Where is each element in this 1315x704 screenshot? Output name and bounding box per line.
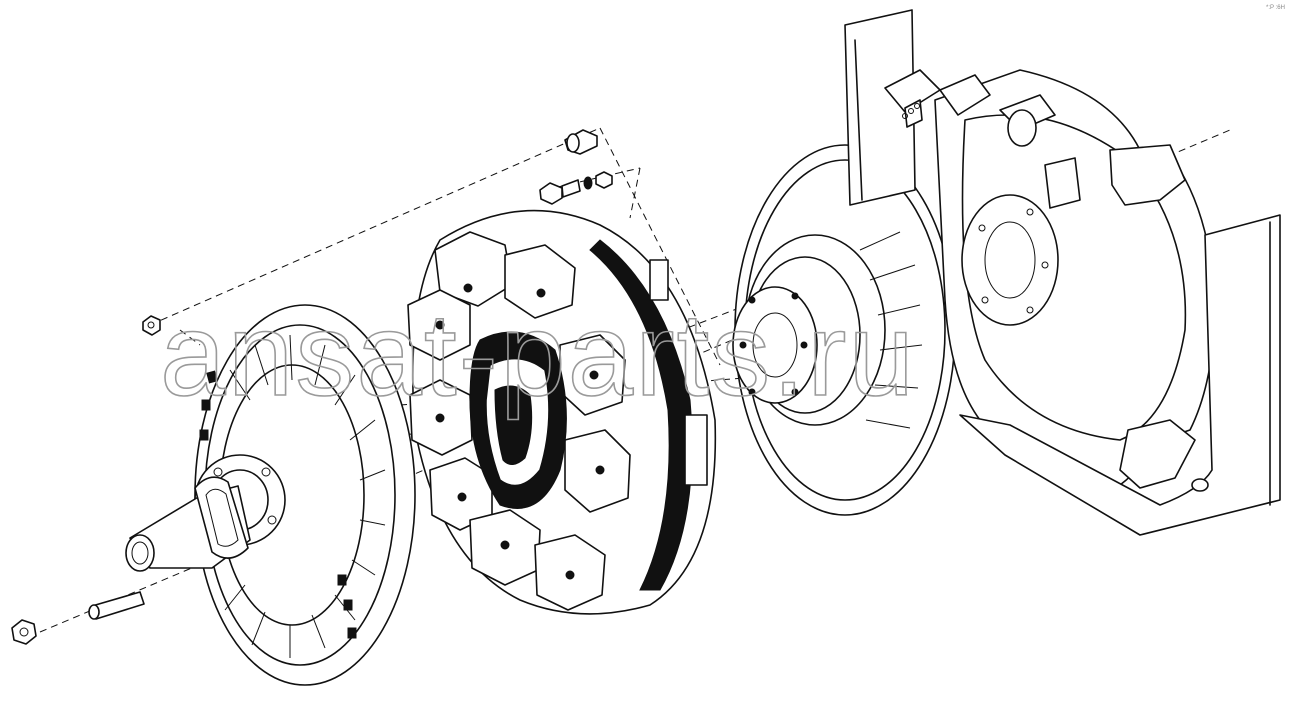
nut (142, 315, 161, 336)
flexible-coupling (407, 209, 717, 615)
spacer-sleeve (88, 591, 145, 620)
hex-bolt (11, 619, 37, 645)
yoke-flange (125, 304, 416, 686)
corner-mark: *:P :6H (1266, 5, 1285, 11)
bolt-with-washer (539, 171, 613, 205)
mounting-bracket (844, 9, 991, 206)
bolt (564, 129, 598, 155)
cover-plate (959, 214, 1281, 536)
flywheel-hub (732, 144, 956, 516)
watermark: ansat-parts.ru (160, 289, 916, 421)
flywheel-housing (934, 69, 1216, 489)
